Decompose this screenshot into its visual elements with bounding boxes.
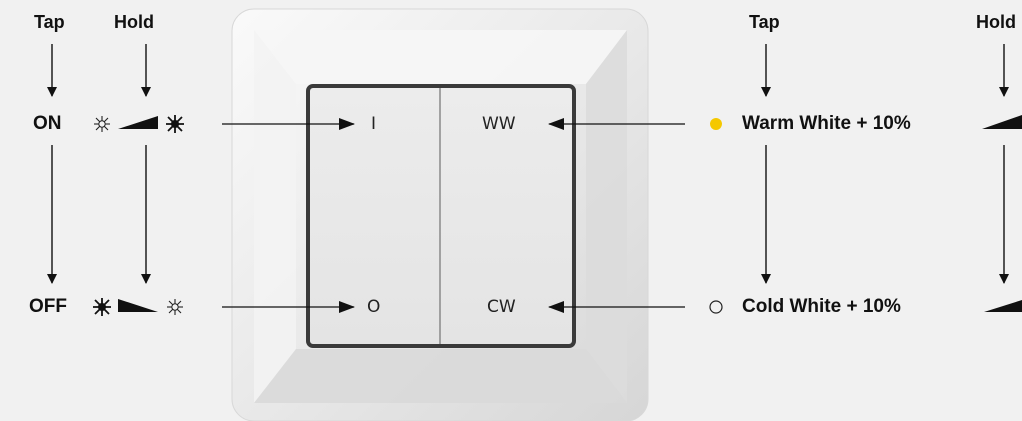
right-wedge-bottom <box>984 300 1022 312</box>
brightness-up-symbol <box>94 115 184 133</box>
left-hold-label: Hold <box>114 12 154 32</box>
right-wedge-top <box>982 115 1022 129</box>
brightness-down-symbol <box>93 298 183 316</box>
switch-ww-button-label: WW <box>482 114 516 134</box>
warm-white-label: Warm White + 10% <box>742 113 911 134</box>
off-label: OFF <box>29 296 67 317</box>
right-hold-label: Hold <box>976 12 1016 32</box>
on-label: ON <box>33 113 62 134</box>
switch-cw-button-label: CW <box>487 297 516 317</box>
switch-off-button-label: O <box>367 297 381 317</box>
right-tap-label: Tap <box>749 12 780 32</box>
switch-on-button-label: I <box>371 114 377 134</box>
cold-dot-icon <box>709 300 723 314</box>
left-tap-label: Tap <box>34 12 65 32</box>
cold-white-label: Cold White + 10% <box>742 296 901 317</box>
warm-dot-icon <box>710 118 722 130</box>
